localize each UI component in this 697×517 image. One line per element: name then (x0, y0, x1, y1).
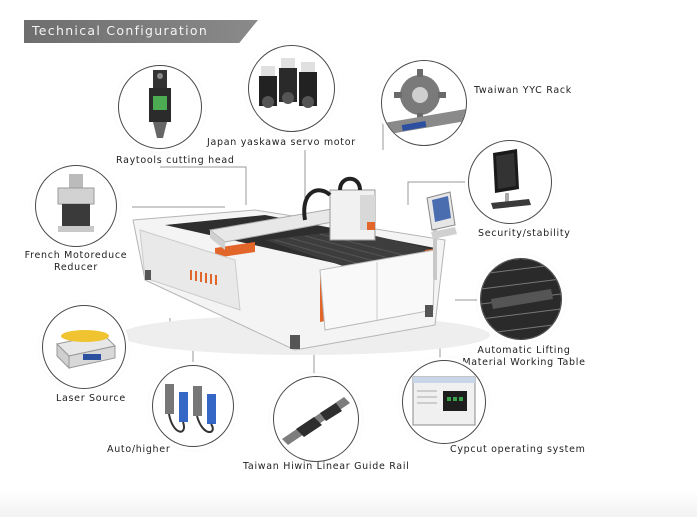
security-label: Security/stability (478, 228, 571, 239)
lifting-label: Automatic Lifting Material Working Table (458, 345, 590, 369)
reducer-label-line1: French Motoreduce (24, 250, 128, 261)
lifting-label-line2: Material Working Table (462, 357, 586, 368)
working-table-icon (481, 259, 561, 339)
security-callout (468, 140, 552, 224)
section-header: Technical Configuration (24, 20, 258, 43)
lifting-callout (480, 258, 562, 340)
laser-callout (42, 305, 126, 389)
monitor-icon (491, 149, 531, 209)
autohigher-label: Auto/higher (107, 444, 171, 455)
gear-rack-icon (384, 69, 466, 135)
section-title: Technical Configuration (32, 23, 209, 38)
autohigher-callout (152, 365, 234, 447)
servo-label: Japan yaskawa servo motor (207, 137, 356, 148)
rack-callout (381, 60, 467, 146)
servo-motor-icon (259, 58, 317, 108)
height-controller-icon (165, 384, 216, 433)
reducer-label: French Motoreduce Reducer (20, 250, 132, 274)
bottom-fade (0, 490, 697, 517)
gear-reducer-icon (57, 174, 95, 232)
laser-source-icon (55, 330, 117, 370)
servo-callout (248, 45, 335, 132)
raytools-callout (118, 65, 202, 149)
cutting-head-icon (149, 70, 171, 138)
cypcut-label: Cypcut operating system (450, 444, 586, 455)
guide-callout (273, 376, 359, 462)
reducer-label-line2: Reducer (54, 262, 98, 273)
software-screen-icon (412, 376, 476, 426)
laser-label: Laser Source (56, 393, 126, 404)
guide-label: Taiwan Hiwin Linear Guide Rail (243, 461, 410, 472)
fiber-laser-machine-illustration (120, 176, 490, 355)
rack-label: Twaiwan YYC Rack (474, 85, 572, 96)
linear-guide-icon (282, 397, 350, 445)
raytools-label: Raytools cutting head (116, 155, 235, 166)
cypcut-callout (402, 360, 486, 444)
lifting-label-line1: Automatic Lifting (477, 345, 571, 356)
reducer-callout (35, 165, 117, 247)
